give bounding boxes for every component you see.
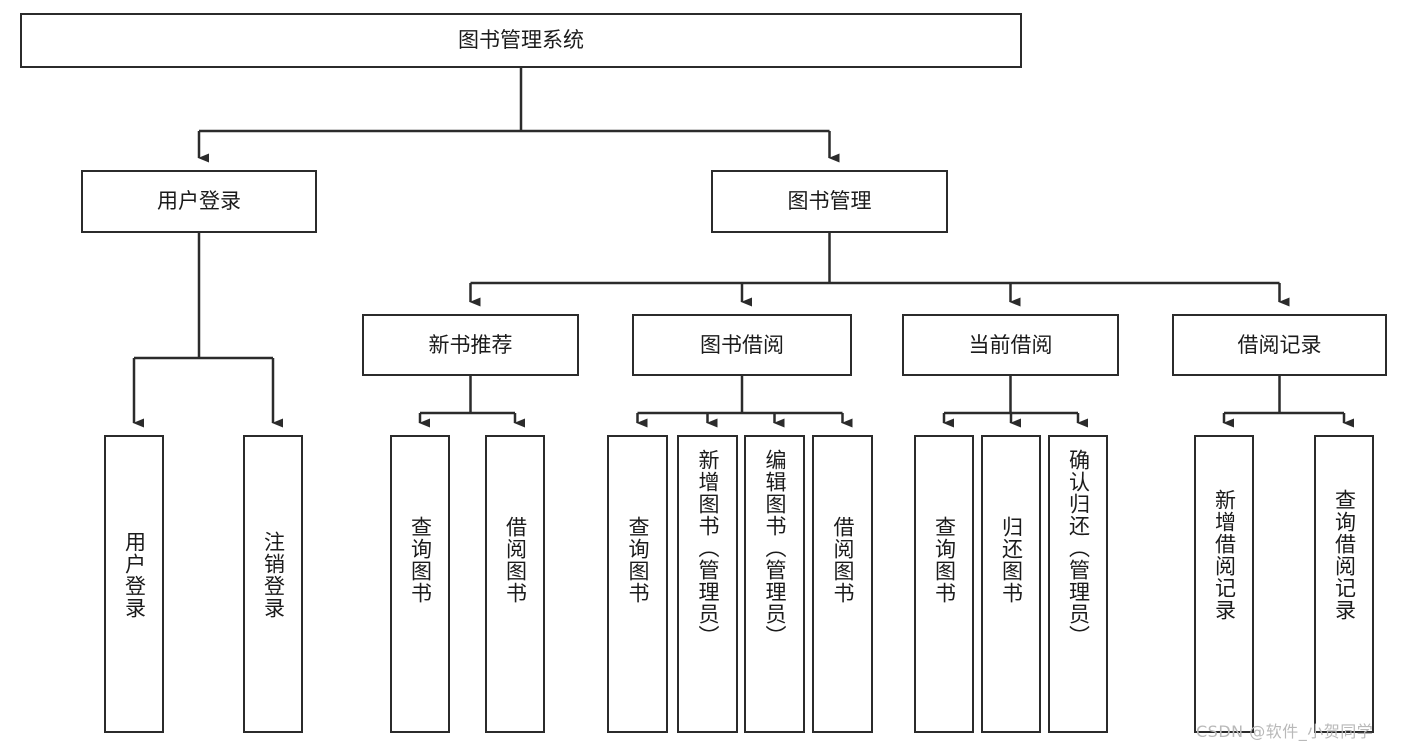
node-label: 查询图书	[626, 516, 650, 604]
node-leaf-query-book-2: 查询图书	[607, 435, 668, 733]
node-label: 新书推荐	[428, 332, 513, 357]
node-label: 注销登录	[261, 531, 286, 619]
node-leaf-edit-book: 编辑图书（管理员）	[744, 435, 805, 733]
node-leaf-user-login: 用户登录	[104, 435, 164, 733]
node-user-login: 用户登录	[81, 170, 317, 233]
node-label: 图书管理系统	[458, 28, 584, 53]
node-leaf-borrow-book-2: 借阅图书	[812, 435, 873, 733]
node-label: 确认归还（管理员）	[1066, 449, 1091, 647]
node-book-mgmt: 图书管理	[711, 170, 948, 233]
node-label: 查询图书	[932, 516, 957, 604]
node-label: 用户登录	[122, 531, 147, 619]
node-label: 查询借阅记录	[1332, 489, 1357, 621]
node-label: 查询图书	[408, 516, 433, 604]
node-leaf-borrow-book-1: 借阅图书	[485, 435, 545, 733]
node-borrow-record: 借阅记录	[1172, 314, 1387, 376]
node-leaf-add-book: 新增图书（管理员）	[677, 435, 738, 733]
node-label: 图书管理	[787, 189, 872, 214]
node-label: 用户登录	[157, 189, 241, 214]
node-label: 借阅图书	[503, 516, 528, 604]
node-leaf-logout: 注销登录	[243, 435, 303, 733]
node-label: 新增借阅记录	[1212, 489, 1237, 621]
node-label: 归还图书	[999, 516, 1024, 604]
node-leaf-query-book-3: 查询图书	[914, 435, 974, 733]
node-leaf-return-book: 归还图书	[981, 435, 1041, 733]
csdn-watermark: CSDN @软件_小贺同学	[1196, 722, 1374, 741]
node-leaf-query-record: 查询借阅记录	[1314, 435, 1374, 733]
node-label: 编辑图书（管理员）	[763, 449, 787, 647]
node-book-borrow: 图书借阅	[632, 314, 852, 376]
node-new-book-rec: 新书推荐	[362, 314, 579, 376]
node-label: 借阅图书	[831, 516, 855, 604]
node-leaf-add-record: 新增借阅记录	[1194, 435, 1254, 733]
node-label: 借阅记录	[1237, 332, 1322, 357]
node-current-borrow: 当前借阅	[902, 314, 1119, 376]
node-label: 当前借阅	[968, 332, 1053, 357]
node-leaf-confirm-return: 确认归还（管理员）	[1048, 435, 1108, 733]
node-root: 图书管理系统	[20, 13, 1022, 68]
node-leaf-query-book-1: 查询图书	[390, 435, 450, 733]
node-label: 新增图书（管理员）	[696, 449, 720, 647]
node-label: 图书借阅	[700, 332, 784, 357]
